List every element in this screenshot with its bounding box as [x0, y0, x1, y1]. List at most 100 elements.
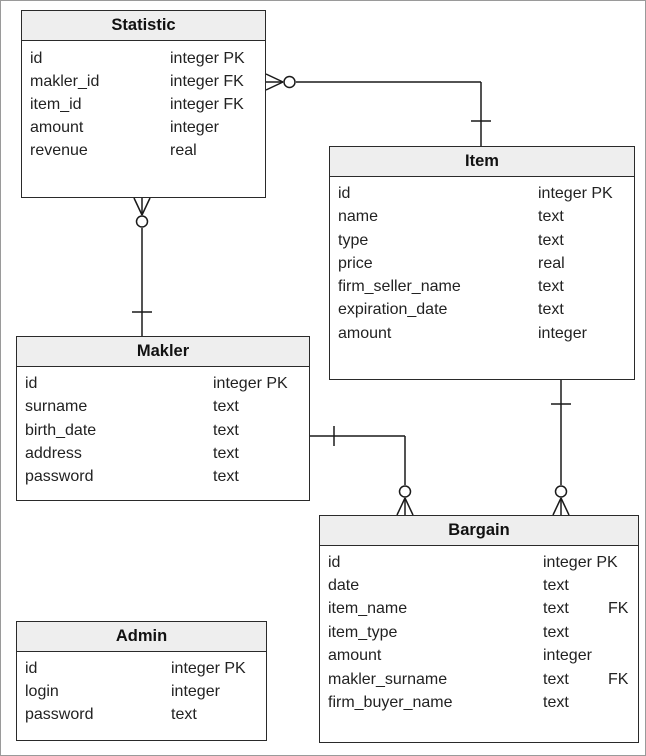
attribute-name: id [338, 185, 351, 202]
attribute-row: makler_surname text FK [320, 668, 638, 691]
attribute-type: integer FK [170, 96, 244, 113]
entity-makler[interactable]: Makler id integer PK surname text birth_… [16, 336, 310, 501]
attribute-row: makler_id integer FK [22, 70, 265, 93]
entity-statistic[interactable]: Statistic id integer PK makler_id intege… [21, 10, 266, 198]
attribute-name: firm_buyer_name [328, 694, 453, 711]
attribute-type: integer PK [538, 185, 613, 202]
entity-title: Makler [17, 337, 309, 367]
attribute-row: expiration_date text [330, 298, 634, 321]
zero-marker [554, 485, 568, 498]
attribute-row: revenue real [22, 139, 265, 162]
attribute-type: text [543, 600, 569, 617]
attribute-type: integer FK [170, 73, 244, 90]
attribute-name: makler_surname [328, 671, 448, 688]
attribute-row: firm_seller_name text [330, 275, 634, 298]
attribute-name: login [25, 683, 59, 700]
attribute-type: text [213, 422, 239, 439]
attribute-row: type text [330, 229, 634, 252]
attribute-name: surname [25, 398, 88, 415]
attribute-row: id integer PK [22, 47, 265, 70]
attribute-row: id integer PK [17, 657, 266, 680]
entity-admin[interactable]: Admin id integer PK login integer passwo… [16, 621, 267, 741]
attribute-type: text [171, 706, 197, 723]
attribute-name: address [25, 445, 82, 462]
attribute-type: text [538, 278, 564, 295]
attribute-key: FK [608, 671, 629, 688]
crows-foot-prong [133, 197, 143, 216]
attribute-type: text [543, 624, 569, 641]
attribute-name: expiration_date [338, 301, 448, 318]
attribute-type: integer [170, 119, 219, 136]
attribute-row: item_type text [320, 621, 638, 644]
attribute-type: text [538, 301, 564, 318]
attribute-name: amount [30, 119, 84, 136]
attribute-type: text [538, 232, 564, 249]
attribute-row: login integer [17, 680, 266, 703]
relationship-statistic-item [265, 73, 491, 146]
attribute-type: real [538, 255, 565, 272]
attribute-name: name [338, 208, 379, 225]
zero-marker [398, 485, 412, 498]
crows-foot-prong [265, 81, 284, 91]
attribute-name: id [328, 554, 341, 571]
attribute-name: type [338, 232, 369, 249]
attribute-type: integer PK [170, 50, 245, 67]
attribute-name: birth_date [25, 422, 97, 439]
attribute-type: integer PK [213, 375, 288, 392]
attribute-row: date text [320, 574, 638, 597]
entity-bargain[interactable]: Bargain id integer PK date text item_nam… [319, 515, 639, 743]
attribute-type: text [538, 208, 564, 225]
crows-foot-prong [560, 497, 570, 516]
entity-title: Statistic [22, 11, 265, 41]
entity-title: Item [330, 147, 634, 177]
relationship-statistic-makler [132, 197, 152, 336]
attribute-name: id [25, 375, 38, 392]
attribute-row: firm_buyer_name text [320, 691, 638, 714]
attribute-name: firm_seller_name [338, 278, 461, 295]
crows-foot-prong [396, 497, 406, 516]
attribute-key: FK [608, 600, 629, 617]
entity-item[interactable]: Item id integer PK name text type text p… [329, 146, 635, 380]
attribute-name: item_id [30, 96, 82, 113]
attribute-row: item_id integer FK [22, 93, 265, 116]
attribute-type: text [543, 671, 569, 688]
attribute-row: amount integer [320, 644, 638, 667]
attribute-name: date [328, 577, 360, 594]
zero-marker [283, 75, 296, 89]
attribute-type: integer [171, 683, 220, 700]
crows-foot-prong [404, 497, 414, 516]
attribute-row: address text [17, 442, 309, 465]
attribute-name: price [338, 255, 373, 272]
relationship-item-bargain [551, 380, 571, 516]
entity-title: Bargain [320, 516, 638, 546]
attribute-row: amount integer [330, 322, 634, 345]
attribute-type: real [170, 142, 197, 159]
attribute-type: integer PK [171, 660, 246, 677]
attribute-name: item_type [328, 624, 398, 641]
attribute-row: birth_date text [17, 419, 309, 442]
relationship-makler-bargain [310, 426, 414, 516]
attribute-name: revenue [30, 142, 88, 159]
crows-foot-prong [552, 497, 562, 516]
attribute-name: id [30, 50, 43, 67]
attribute-name: amount [338, 325, 392, 342]
attribute-row: id integer PK [330, 182, 634, 205]
attribute-row: id integer PK [17, 372, 309, 395]
attribute-name: amount [328, 647, 382, 664]
crows-foot-prong [141, 197, 151, 216]
attribute-type: text [543, 694, 569, 711]
attribute-type: text [213, 398, 239, 415]
attribute-name: password [25, 706, 94, 723]
attribute-row: price real [330, 252, 634, 275]
attribute-type: text [213, 468, 239, 485]
crows-foot-prong [265, 73, 284, 83]
zero-marker [135, 215, 149, 228]
attribute-row: id integer PK [320, 551, 638, 574]
attribute-type: integer PK [543, 554, 618, 571]
attribute-name: password [25, 468, 94, 485]
attribute-type: text [213, 445, 239, 462]
entity-title: Admin [17, 622, 266, 652]
attribute-row: password text [17, 703, 266, 726]
attribute-type: integer [543, 647, 592, 664]
